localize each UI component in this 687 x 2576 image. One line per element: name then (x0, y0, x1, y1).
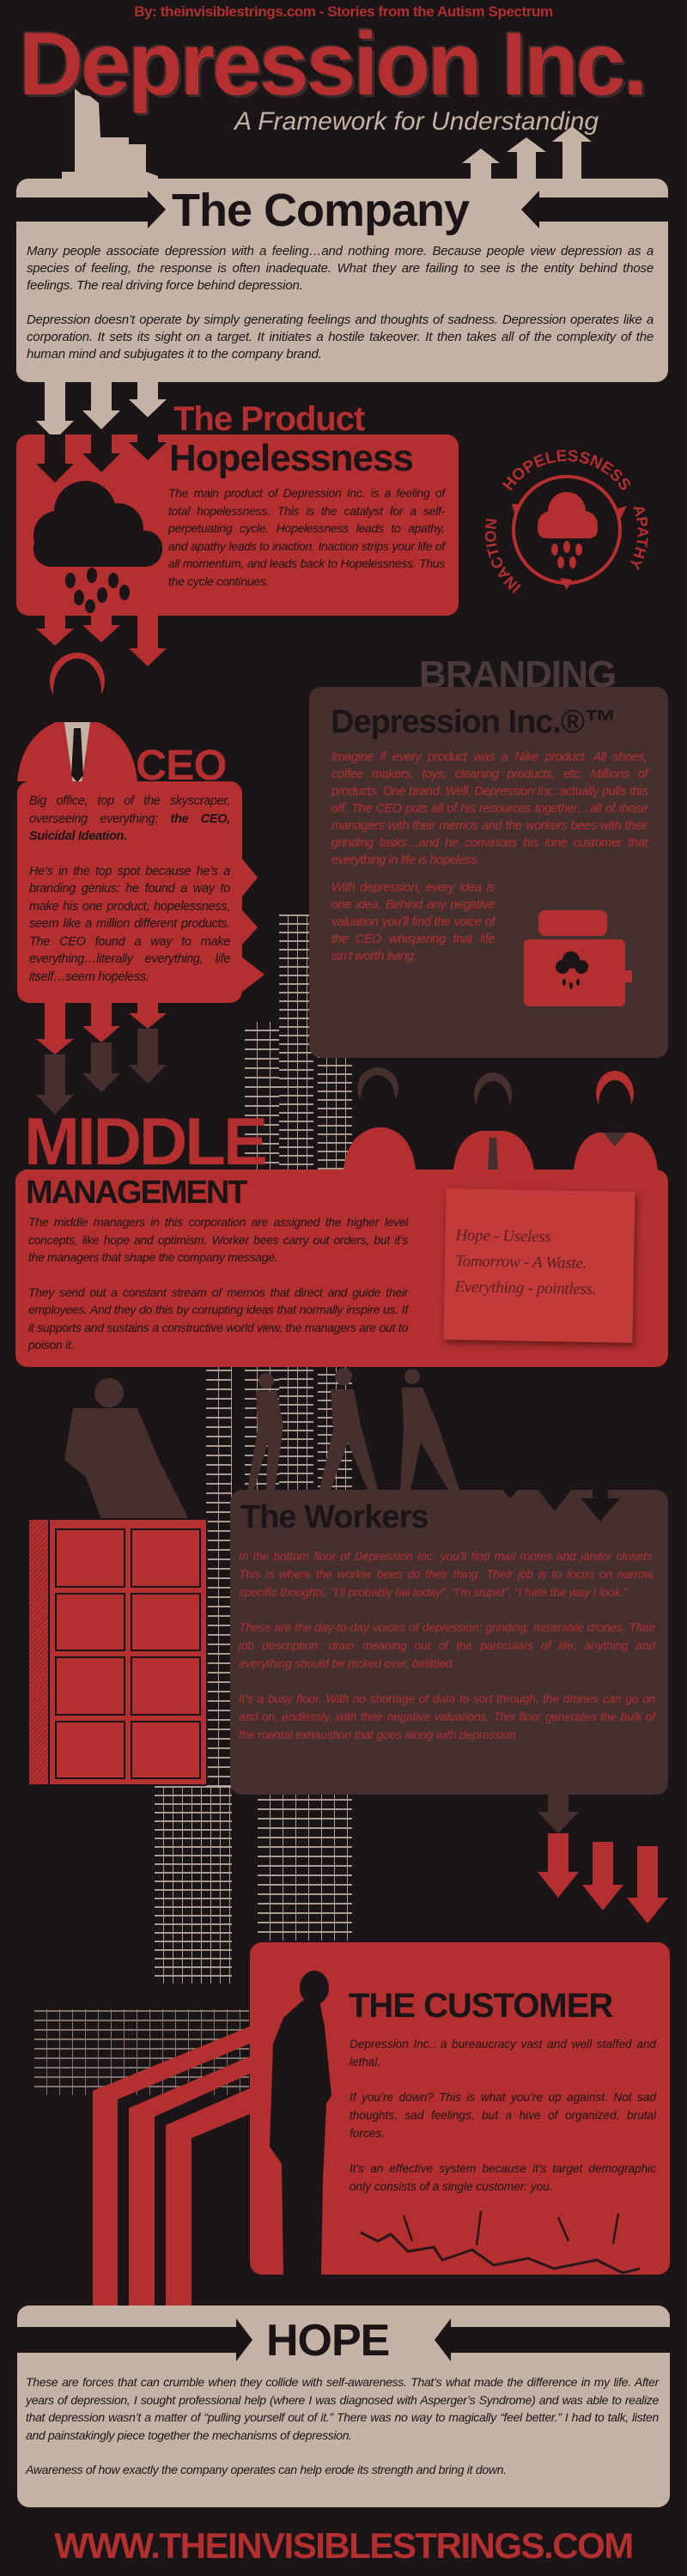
managers-silhouettes (344, 1067, 658, 1170)
hope-banner-arrows (17, 2318, 670, 2361)
ceo-paragraph: He’s in the top spot because he’s a bran… (29, 864, 230, 984)
company-text: Many people associate depression with a … (27, 243, 654, 380)
branding-text: Imagine if every product was a Nike prod… (331, 750, 647, 867)
down-arrows-fading (36, 1003, 167, 1115)
sticky-note-line: Hope - Useless (455, 1226, 551, 1247)
toaster-icon (524, 910, 632, 1006)
hope-paragraph: Awareness of how exactly the company ope… (26, 2463, 507, 2476)
cycle-label-hopelessness: HOPELESSNESS (500, 447, 635, 495)
filing-cabinet-icon (27, 1518, 208, 1786)
down-arrows-workers (490, 1460, 620, 1522)
ceo-section (17, 781, 242, 1003)
workers-title: The Workers (240, 1499, 429, 1535)
manager-woman-icon (344, 1067, 416, 1170)
ceo-paragraph: Big office, top of the skyscraper, overs… (29, 793, 230, 846)
customer-text: Depression Inc.: a bureaucracy vast and … (350, 2035, 656, 2213)
svg-text:INACTION: INACTION (482, 518, 524, 597)
up-arrows-icon (462, 126, 592, 180)
ceo-silhouette-icon (17, 653, 137, 784)
customer-paragraph: Depression Inc.: a bureaucracy vast and … (350, 2038, 656, 2069)
sticky-note-line: Tomorrow - A Waste. (454, 1252, 587, 1273)
down-arrows-dark (36, 434, 167, 483)
svg-text:APATHY: APATHY (625, 503, 651, 573)
customer-paragraph: It's an effective system because it's ta… (350, 2162, 656, 2193)
rain-cloud-icon (538, 492, 598, 568)
company-banner-arrows (16, 191, 668, 228)
branding-text-2: With depression, every idea is one idea.… (331, 881, 495, 963)
workers-paragraph: These are the day-to-day voices of depre… (239, 1621, 655, 1670)
sticky-note-line: Everything - pointless. (454, 1278, 597, 1299)
ceo-text-plain: Big office, top of the skyscraper, overs… (29, 794, 230, 826)
hope-text: These are forces that can crumble when t… (26, 2373, 659, 2496)
cycle-label-apathy: APATHY (625, 503, 651, 573)
footer-website-link[interactable]: WWW.THEINVISIBLESTRINGS.COM (54, 2525, 634, 2566)
ceo-text: Big office, top of the skyscraper, overs… (29, 793, 230, 1003)
customer-paragraph: If you’re down? This is what you’re up a… (350, 2091, 656, 2140)
hopelessness-cycle-diagram: HOPELESSNESS APATHY INACTION (482, 447, 651, 597)
rain-cloud-icon (33, 481, 162, 613)
customer-title: THE CUSTOMER (349, 1987, 613, 2025)
workers-paragraph: In the bottom floor of Depression Inc. y… (239, 1550, 655, 1599)
hope-title: HOPE (266, 2316, 390, 2366)
ceo-text-bold: the CEO, Suicidal Ideation. (29, 811, 230, 844)
workers-paragraph: It’s a busy floor. With no shortage of d… (239, 1692, 655, 1741)
company-paragraph: Depression doesn’t operate by simply gen… (27, 313, 654, 361)
middle-management-text: The middle managers in this corporation … (28, 1213, 408, 1371)
down-arrows-customer (538, 1795, 668, 1923)
company-title: The Company (172, 185, 470, 236)
customer-silhouette-icon (270, 1971, 641, 2275)
manager-man-icon (574, 1071, 658, 1170)
ceo-side-arrows (242, 859, 264, 992)
walking-worker-icon (247, 1368, 459, 1490)
sticky-note: Hope - Useless Tomorrow - A Waste. Every… (443, 1188, 635, 1343)
cracks-icon (360, 2210, 641, 2275)
svg-text:HOPELESSNESS: HOPELESSNESS (500, 447, 635, 495)
product-kicker: The Product (173, 400, 365, 438)
product-text: The main product of Depression Inc. is a… (168, 486, 445, 588)
cycle-label-inaction: INACTION (482, 518, 524, 597)
ceo-title: CEO (136, 741, 227, 789)
workers-text: In the bottom floor of Depression Inc. y… (239, 1547, 655, 1761)
workers-section (230, 1490, 668, 1795)
page-subtitle: A Framework for Understanding (234, 107, 599, 136)
byline: By: theinvisiblestrings.com - Stories fr… (134, 3, 553, 20)
middle-management-paragraph: The middle managers in this corporation … (28, 1215, 408, 1264)
manager-man-icon (453, 1072, 534, 1170)
red-chevron-stripes (93, 2026, 250, 2306)
hope-paragraph: These are forces that can crumble when t… (26, 2375, 659, 2442)
management-title: MANAGEMENT (26, 1175, 248, 1211)
branding-title: Depression Inc.®™ (331, 704, 617, 740)
down-arrows-beige (36, 382, 167, 440)
middle-title: MIDDLE (24, 1103, 268, 1179)
down-arrows-red (36, 616, 167, 666)
company-paragraph: Many people associate depression with a … (27, 244, 654, 293)
product-title: Hopelessness (169, 437, 414, 479)
middle-management-paragraph: They send out a constant stream of memos… (28, 1285, 408, 1352)
page-title: Depression Inc. (19, 15, 647, 114)
branding-text-block: Imagine if every product was a Nike prod… (331, 749, 647, 965)
building-silhouette-icon (62, 88, 158, 180)
